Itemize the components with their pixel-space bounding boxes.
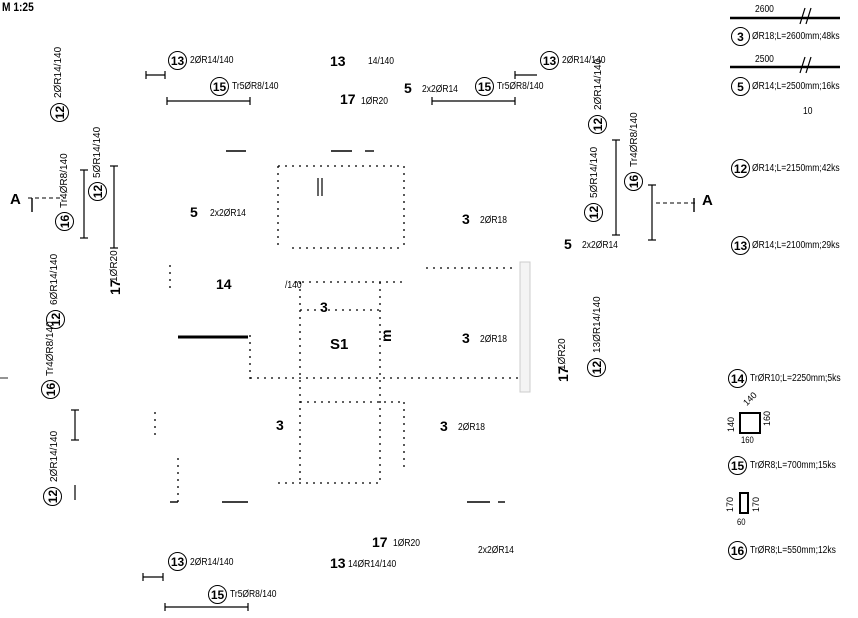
legend-14-mark: 14 bbox=[728, 369, 747, 388]
label-12-right-c: 13ØR14/140 bbox=[592, 296, 603, 353]
mark-3-center: 3 bbox=[320, 299, 328, 315]
label-3-bottom-right: 2ØR18 bbox=[458, 422, 485, 433]
legend-3-mark: 3 bbox=[731, 27, 750, 46]
mark-12-right-a: 12 bbox=[588, 115, 607, 134]
mark-13-top-left: 13 bbox=[168, 51, 187, 70]
legend-12-text: ØR14;L=2150mm;42ks bbox=[752, 163, 840, 174]
label-3-right-a: 2ØR18 bbox=[480, 215, 507, 226]
legend-5-dim: 2500 bbox=[755, 54, 774, 65]
mark-5-top: 5 bbox=[404, 80, 412, 96]
legend-13-mark: 13 bbox=[731, 236, 750, 255]
label-12-left-a: 2ØR14/140 bbox=[53, 46, 64, 98]
label-14: /140 bbox=[285, 280, 302, 291]
mark-15-bottom: 15 bbox=[208, 585, 227, 604]
label-13-bottom-mid: 14ØR14/140 bbox=[348, 559, 397, 570]
label-17-left: 1ØR20 bbox=[109, 250, 120, 282]
scale-label: M 1:25 bbox=[2, 0, 34, 14]
legend-15-d2: 170 bbox=[751, 496, 761, 512]
mark-12-right-b: 12 bbox=[584, 203, 603, 222]
mark-3-bottom: 3 bbox=[276, 417, 284, 433]
legend-5-text: ØR14;L=2500mm;16ks bbox=[752, 81, 840, 92]
mark-17-top: 17 bbox=[340, 91, 356, 107]
mark-12-left-a: 12 bbox=[50, 103, 69, 122]
mark-13-bottom-left: 13 bbox=[168, 552, 187, 571]
label-5-top: 2x2ØR14 bbox=[422, 84, 458, 95]
legend-15-d3: 60 bbox=[737, 517, 746, 527]
mark-13-top-mid: 13 bbox=[330, 53, 346, 69]
label-17-top: 1ØR20 bbox=[361, 96, 388, 107]
mark-3-bottom-right: 3 bbox=[440, 418, 448, 434]
mark-15-top-right: 15 bbox=[475, 77, 494, 96]
legend-15-mark: 15 bbox=[728, 456, 747, 475]
label-12-right-a: 2ØR14/140 bbox=[593, 58, 604, 110]
label-5-bottom: 2x2ØR14 bbox=[478, 545, 514, 556]
label-3-right-b: 2ØR18 bbox=[480, 334, 507, 345]
label-13-top-left: 2ØR14/140 bbox=[190, 55, 234, 66]
label-15-top-right: Tr5ØR8/140 bbox=[497, 81, 544, 92]
label-16-left-a: Tr4ØR8/140 bbox=[59, 153, 70, 208]
label-17-right: 1ØR20 bbox=[557, 338, 568, 370]
label-13-top-right: 2ØR14/140 bbox=[562, 55, 606, 66]
mark-5-right: 5 bbox=[564, 236, 572, 252]
legend-14-text: TrØR10;L=2250mm;5ks bbox=[750, 373, 841, 384]
label-12-left-d: 2ØR14/140 bbox=[49, 430, 60, 482]
legend-16-text: TrØR8;L=550mm;12ks bbox=[750, 545, 836, 556]
label-12-right-b: 5ØR14/140 bbox=[589, 146, 600, 198]
label-13-top-mid: 14/140 bbox=[368, 56, 395, 67]
legend-5-note: 10 bbox=[803, 106, 813, 117]
label-17-bottom: 1ØR20 bbox=[393, 538, 420, 549]
label-13-bottom-left: 2ØR14/140 bbox=[190, 557, 234, 568]
legend-16-mark: 16 bbox=[728, 541, 747, 560]
legend-13-text: ØR14;L=2100mm;29ks bbox=[752, 240, 840, 251]
label-15-top-left: Tr5ØR8/140 bbox=[232, 81, 279, 92]
legend-14-d2: 140 bbox=[726, 416, 736, 432]
section-mark-left: A bbox=[10, 191, 21, 208]
legend-5-mark: 5 bbox=[731, 77, 750, 96]
mark-13-bottom-mid: 13 bbox=[330, 555, 346, 571]
mark-12-left-b: 12 bbox=[88, 182, 107, 201]
label-12-left-c: 6ØR14/140 bbox=[49, 253, 60, 305]
mark-12-left-d: 12 bbox=[43, 487, 62, 506]
label-5-right: 2x2ØR14 bbox=[582, 240, 618, 251]
legend-14-d1: 160 bbox=[741, 435, 754, 445]
label-16-right: Tr4ØR8/140 bbox=[629, 112, 640, 167]
mark-16-right: 16 bbox=[624, 172, 643, 191]
label-16-left-b: Tr4ØR8/140 bbox=[45, 321, 56, 376]
mark-16-left-b: 16 bbox=[41, 380, 60, 399]
label-12-left-b: 5ØR14/140 bbox=[92, 126, 103, 178]
label-15-bottom: Tr5ØR8/140 bbox=[230, 589, 277, 600]
legend-14-d4: 160 bbox=[762, 410, 772, 426]
legend-3-dim: 2600 bbox=[755, 4, 774, 15]
section-mark-right: A bbox=[702, 192, 713, 209]
mark-m: m bbox=[378, 329, 394, 342]
legend-12-mark: 12 bbox=[731, 159, 750, 178]
mark-15-top-left: 15 bbox=[210, 77, 229, 96]
mark-14: 14 bbox=[216, 276, 232, 292]
mark-3-right-a: 3 bbox=[462, 211, 470, 227]
slab-label: S1 bbox=[330, 336, 349, 353]
mark-3-right-b: 3 bbox=[462, 330, 470, 346]
mark-5-left: 5 bbox=[190, 204, 198, 220]
mark-12-right-c: 12 bbox=[587, 358, 606, 377]
mark-16-left-a: 16 bbox=[55, 212, 74, 231]
legend-15-d1: 170 bbox=[725, 496, 735, 512]
legend-15-text: TrØR8;L=700mm;15ks bbox=[750, 460, 836, 471]
mark-13-top-right: 13 bbox=[540, 51, 559, 70]
legend-3-text: ØR18;L=2600mm;48ks bbox=[752, 31, 840, 42]
mark-17-bottom: 17 bbox=[372, 534, 388, 550]
label-5-left: 2x2ØR14 bbox=[210, 208, 246, 219]
